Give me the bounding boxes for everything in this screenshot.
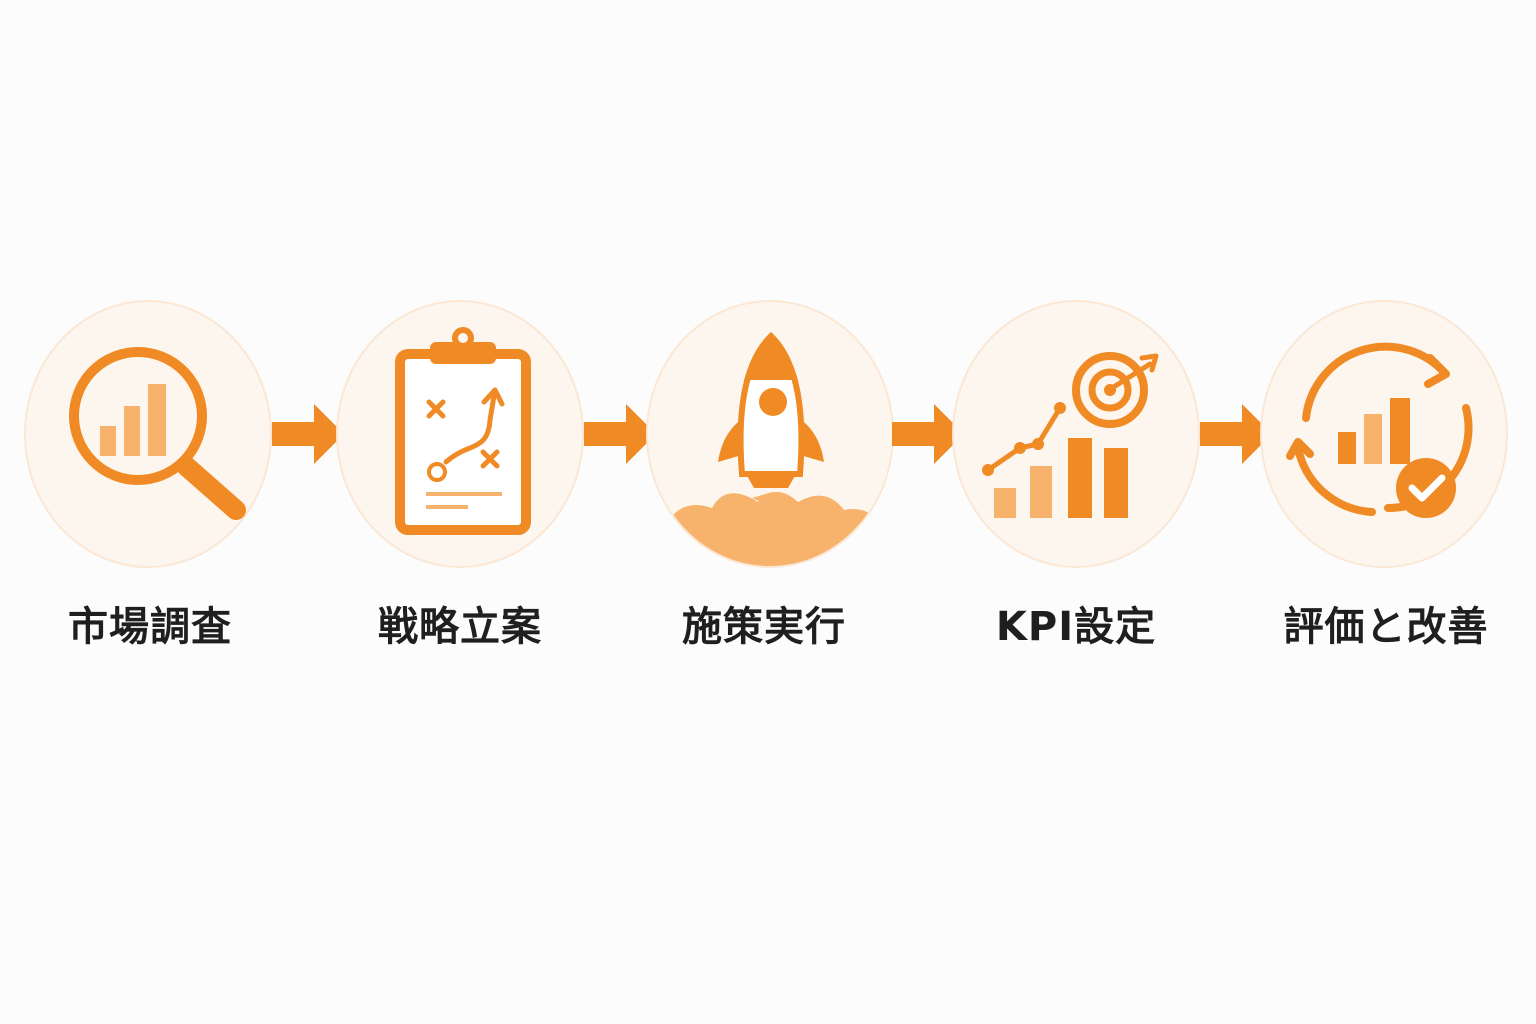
target-growth-chart-icon: [982, 352, 1159, 518]
step-circle-1: [24, 300, 272, 568]
step-label-3: 施策実行: [682, 604, 846, 650]
arrow-right-icon: [1200, 404, 1272, 464]
clipboard-strategy-icon: [395, 327, 531, 535]
rocket-launch-icon: [662, 331, 884, 566]
cycle-check-chart-icon: [1286, 342, 1473, 518]
arrow-right-icon: [892, 404, 964, 464]
step-circle-2: [336, 300, 584, 568]
arrow-right-icon: [584, 404, 656, 464]
step-label-4: KPI設定: [995, 604, 1157, 650]
step-circle-4: [952, 300, 1200, 568]
step-label-2: 戦略立案: [378, 604, 542, 650]
step-label-5: 評価と改善: [1283, 604, 1489, 650]
magnifier-bar-chart-icon: [69, 347, 246, 520]
step-circle-3: [646, 300, 894, 568]
arrow-right-icon: [272, 404, 344, 464]
step-label-1: 市場調査: [68, 604, 232, 650]
step-circle-5: [1260, 300, 1508, 568]
